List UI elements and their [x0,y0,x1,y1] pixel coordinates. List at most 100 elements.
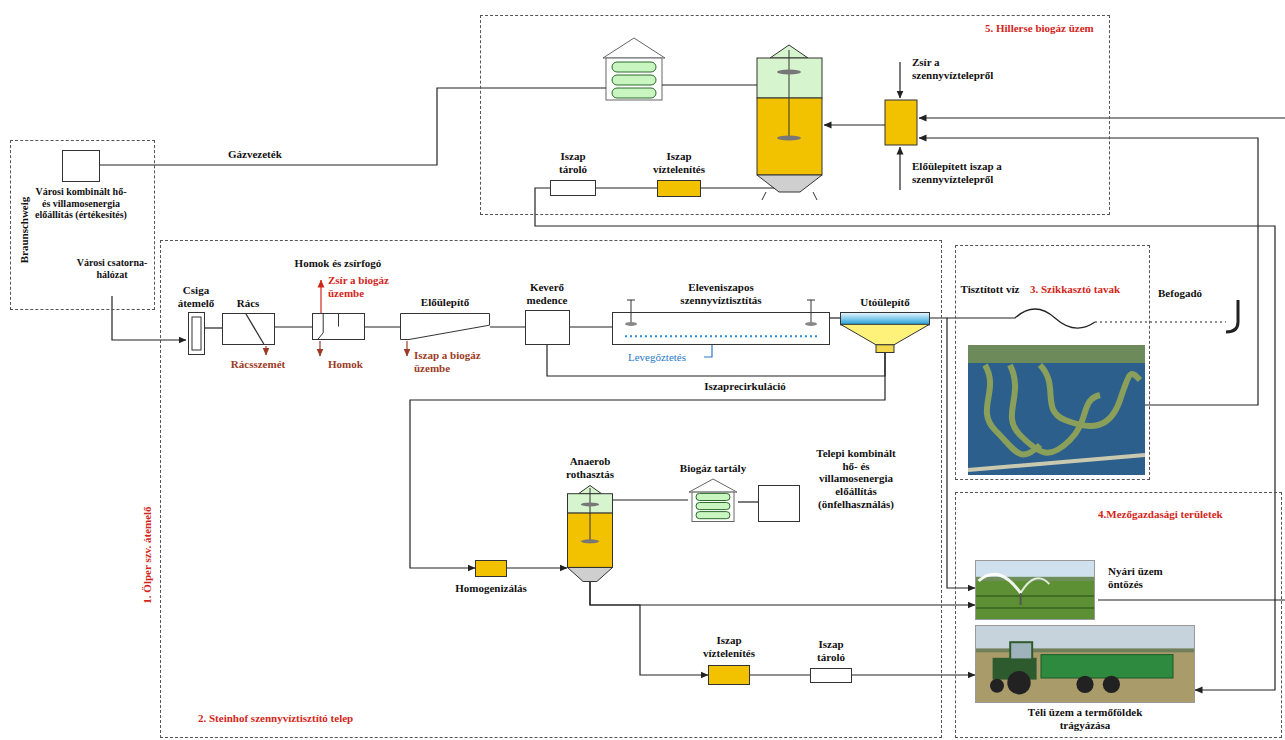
mixing-tank: Keverő medence [525,310,570,345]
digester: Anaerob rothasztás [567,485,613,582]
storage-box: Iszap tároló [550,180,596,196]
flow-line [596,187,657,188]
free-label: Befogadó [1158,287,1202,299]
irrigation-photo-shape [975,560,1095,620]
flow-line [852,674,975,675]
pipe-lines [100,62,1285,600]
node-label-wrap: Iszap víztelenítés [644,150,714,175]
free-label: Zsír a biogáz üzembe [328,274,389,299]
node-label: Braunschweig [18,197,30,264]
node-label: 2. Steinhof szennyvíztisztító telep [198,712,353,724]
node-label-wrap: Városi kombinált hő- és villamosenergia … [31,186,131,221]
node-label-wrap: 5. Hillerse biogáz üzem [985,22,1107,35]
dewatering-box: Iszap víztelenítés [657,180,701,197]
node-label: Iszap víztelenítés [653,150,705,175]
node-label-wrap: Eleveniszapos szennyvíztisztítás [651,281,791,306]
node-label: Anaerob rothasztás [566,455,614,480]
node-label-wrap: Iszap víztelenítés [694,634,764,659]
node-label: Iszap víztelenítés [703,634,755,659]
digester-shape [567,485,613,582]
farmland-region: Nyári üzem öntözésTéli üzem a termőfölde… [955,492,1282,738]
edge-label-wrap: Iszaprecirkuláció [702,380,788,393]
free-label-wrap: 1. Ölper szv. átemelő [141,506,154,603]
free-label-wrap: Zsír a szennyvíztelepről [912,56,1017,81]
node-label-wrap: Keverő medence [519,281,575,306]
free-label: Iszap a biogáz üzembe [414,349,481,374]
flow-line [410,353,885,568]
node-label: Rács [237,297,260,309]
free-label: Rácsszemét [231,358,285,370]
flow-line [613,499,688,500]
gas-holder-symbol [603,38,665,100]
free-label: Előülepített iszap a szennyvíztelepről [912,160,1002,185]
chp-box: Telepi kombinált hő- és villamosenergia … [758,485,800,522]
free-label-wrap: Rácsszemét [223,358,293,371]
node-label: Városi kombinált hő- és villamosenergia … [35,186,127,220]
node-label: Iszap tároló [559,150,587,175]
aeration-tank: Eleveniszapos szennyvíztisztítás [612,312,830,345]
free-label-wrap: Városi csatorna-hálózat [75,257,149,280]
flow-line [570,326,612,327]
gas-holder: Biogáz tartály [688,478,738,522]
secondary-clarifier: Utóülepítő [840,312,930,353]
node-label-wrap: Telepi kombinált hő- és villamosenergia … [808,447,904,510]
free-label: Zsír a szennyvíztelepről [912,56,993,81]
node-label-wrap: Rács [223,297,273,310]
free-label-wrap: Homok [328,358,372,371]
node-label-wrap: 4.Mezőgazdasági területek [1098,508,1268,521]
free-label: Homok [328,358,363,370]
free-label: 1. Ölper szv. átemelő [141,506,153,603]
node-label: Téli üzem a termőföldek trágyázása [1028,706,1143,731]
node-label: 4.Mezőgazdasági területek [1098,508,1223,520]
pond-photo [968,345,1145,475]
node-label: Homok és zsírfogó [295,257,382,269]
flow-line [590,582,708,675]
free-label-wrap: Iszap a biogáz üzembe [414,349,492,374]
node-label: Csiga átemelő [178,284,215,309]
node-label: 3. Szikkasztó tavak [1030,283,1120,295]
mixer-box [885,100,917,145]
node-label-wrap: Iszap tároló [805,638,857,663]
node-label-wrap: Téli üzem a termőföldek trágyázása [1005,706,1165,731]
fertilizing-photo: Téli üzem a termőföldek trágyázása [975,625,1195,703]
screw-pump-shape [189,313,204,354]
node-label: Telepi kombinált hő- és villamosenergia … [816,447,895,510]
node-label-wrap: Utóülepítő [845,296,925,309]
digester-symbol [757,45,822,200]
primary-clarifier-shape [400,313,490,340]
secondary-clarifier-shape [840,312,930,353]
free-label-wrap: Levegőztetés [628,351,702,364]
free-label: Levegőztetés [628,351,686,363]
irrigation-photo: Nyári üzem öntözés [975,560,1095,620]
node-label-wrap: Csiga átemelő [168,284,224,309]
node-label-wrap: Anaerob rothasztás [553,455,627,480]
node-label-wrap: Biogáz tartály [668,462,758,475]
primary-clarifier: Előülepítő [400,313,490,340]
flow-line [750,674,810,675]
flow-line [547,345,885,376]
flow-line [738,501,758,502]
chp-box: Városi kombinált hő- és villamosenergia … [62,150,100,182]
node-label: Iszap tároló [817,638,845,663]
node-label-wrap: Homok és zsírfogó [282,257,394,270]
city-region: Városi kombinált hő- és villamosenergia … [10,140,155,310]
node-label-wrap: Nyári üzem öntözés [1108,565,1186,590]
node-label: Nyári üzem öntözés [1108,565,1163,590]
free-label: Városi csatorna-hálózat [77,257,148,280]
gas-holder-shape [688,478,738,522]
flow-line [535,188,1275,690]
screen-box: Rács [222,313,275,345]
flow-line [275,326,312,327]
grit-trap: Homok és zsírfogó [312,313,365,340]
free-label-wrap: Zsír a biogáz üzembe [328,274,408,299]
free-label-wrap: Tisztított víz [959,283,1021,296]
node-label: Előülepítő [421,296,469,308]
screen-box-shape [223,314,274,344]
node-label: Eleveniszapos szennyvíztisztítás [680,281,761,306]
node-label-wrap: Braunschweig [18,197,31,264]
node-label: Utóülepítő [860,296,910,308]
flow-line [205,327,222,328]
flow-line [830,317,840,318]
flow-line [507,567,567,568]
